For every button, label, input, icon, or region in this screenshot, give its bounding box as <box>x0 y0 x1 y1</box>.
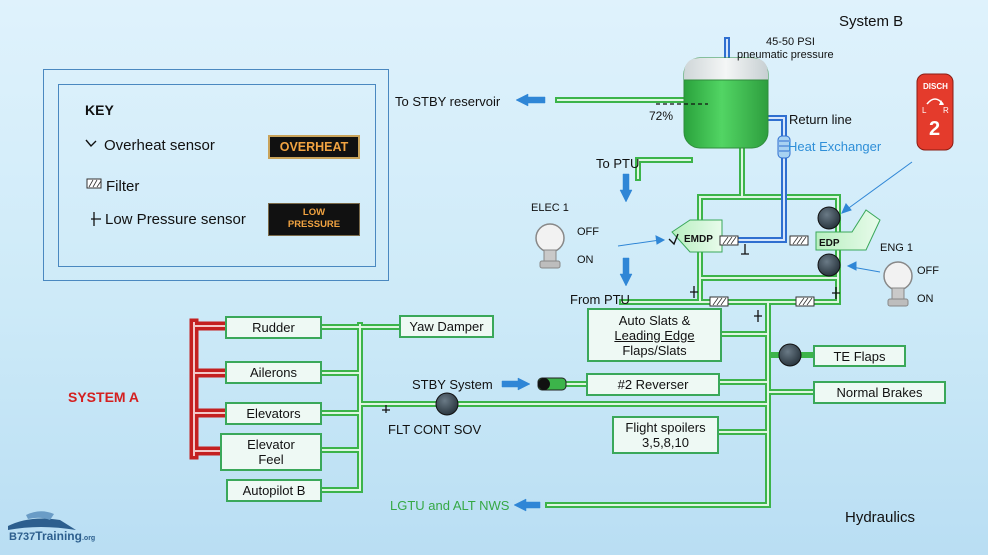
rudder-box: Rudder <box>225 316 322 339</box>
yaw-damper-label: Yaw Damper <box>409 319 484 334</box>
auto-slats-line1: Auto Slats & <box>618 312 691 328</box>
logo-brand2: Training <box>35 529 82 543</box>
rudder-label: Rudder <box>252 320 295 335</box>
overheat-sensors <box>85 139 679 246</box>
edp-pump <box>815 209 881 251</box>
elec1-label: ELEC 1 <box>531 202 569 214</box>
elec1-off-label: OFF <box>577 226 599 238</box>
elevator-feel-line1: Elevator <box>247 437 295 452</box>
system-b-title: System B <box>839 13 904 30</box>
heat-exchanger <box>777 135 791 159</box>
logo-wing <box>8 511 76 530</box>
reservoir-pressure-line1: 45-50 PSI <box>766 36 815 48</box>
overheat-light: OVERHEAT <box>268 135 360 159</box>
ailerons-box: Ailerons <box>225 361 322 384</box>
reverser-box: #2 Reverser <box>586 373 720 396</box>
emdp-label: EMDP <box>684 234 713 245</box>
flight-spoilers-box: Flight spoilers 3,5,8,10 <box>612 416 719 454</box>
system-a-lines <box>189 318 231 460</box>
low-pressure-light-line2: PRESSURE <box>287 219 341 230</box>
normal-brakes-label: Normal Brakes <box>836 385 923 400</box>
key-filter-symbol <box>86 178 102 189</box>
eng1-off-label: OFF <box>917 265 939 277</box>
reservoir-level: 72% <box>649 109 674 123</box>
logo-brand: B737 <box>9 531 36 543</box>
reservoir-pressure-line2: pneumatic pressure <box>737 49 834 61</box>
valves <box>435 206 841 416</box>
fire-handle-left: L <box>922 106 927 115</box>
fire-handle-number: 2 <box>929 118 941 140</box>
elevator-feel-line2: Feel <box>258 452 284 467</box>
from-ptu-label: From PTU <box>570 292 630 307</box>
low-pressure-light-line1: LOW <box>302 207 326 218</box>
reservoir-tank <box>656 57 769 149</box>
edp-label: EDP <box>819 238 840 249</box>
te-flaps-box: TE Flaps <box>813 345 906 367</box>
elec1-switch <box>535 223 565 269</box>
fire-handle <box>916 73 954 151</box>
logo-text: B737Training.org <box>9 529 95 543</box>
overheat-light-text: OVERHEAT <box>279 140 349 154</box>
key-frame <box>43 69 389 281</box>
elevators-label: Elevators <box>246 406 301 421</box>
return-line-label: Return line <box>789 112 852 127</box>
fire-handle-right: R <box>943 106 949 115</box>
normal-brakes-box: Normal Brakes <box>813 381 946 404</box>
yaw-damper-box: Yaw Damper <box>399 315 494 338</box>
key-filter-label: Filter <box>106 178 140 195</box>
flight-spoilers-line2: 3,5,8,10 <box>642 435 689 450</box>
auto-slats-line3: Flaps/Slats <box>622 342 687 358</box>
lgtu-label: LGTU and ALT NWS <box>390 498 510 513</box>
hydraulics-title: Hydraulics <box>845 509 916 526</box>
low-pressure-light: LOW PRESSURE <box>268 203 360 236</box>
flight-spoilers-line1: Flight spoilers <box>625 420 706 435</box>
eng1-on-label: ON <box>917 293 934 305</box>
elec1-on-label: ON <box>577 254 594 266</box>
to-ptu-label: To PTU <box>596 156 640 171</box>
filters <box>709 235 815 307</box>
logo-suffix: .org <box>81 535 96 542</box>
key-low-pressure-sensor-label: Low Pressure sensor <box>105 211 246 228</box>
fire-handle-disch: DISCH <box>923 82 948 91</box>
low-pressure-sensors <box>91 212 840 413</box>
auto-slats-line2: Leading Edge <box>614 327 695 343</box>
ailerons-label: Ailerons <box>250 365 297 380</box>
autopilot-b-box: Autopilot B <box>226 479 322 502</box>
return-line <box>705 37 787 243</box>
pointer-lines <box>617 161 913 273</box>
te-flaps-label: TE Flaps <box>833 348 886 364</box>
filter-hatch <box>712 236 813 306</box>
eng1-label: ENG 1 <box>880 242 914 254</box>
stby-system-label: STBY System <box>412 377 493 392</box>
autopilot-b-label: Autopilot B <box>242 483 306 498</box>
system-a-title: SYSTEM A <box>68 389 140 405</box>
flt-cont-sov-label: FLT CONT SOV <box>388 422 482 437</box>
key-panel <box>58 84 376 267</box>
arrows <box>501 93 633 512</box>
eng1-switch <box>883 261 913 307</box>
key-overheat-sensor-label: Overheat sensor <box>104 137 215 154</box>
elevators-box: Elevators <box>225 402 322 425</box>
auto-slats-box: Auto Slats & Leading Edge Flaps/Slats <box>587 308 722 362</box>
to-stby-reservoir-label: To STBY reservoir <box>395 94 501 109</box>
key-title: KEY <box>85 102 114 118</box>
reverser-label: #2 Reverser <box>617 377 689 392</box>
elevator-feel-box: Elevator Feel <box>220 433 322 471</box>
stby-actuator <box>537 377 567 391</box>
heat-exchanger-label: Heat Exchanger <box>788 139 882 154</box>
